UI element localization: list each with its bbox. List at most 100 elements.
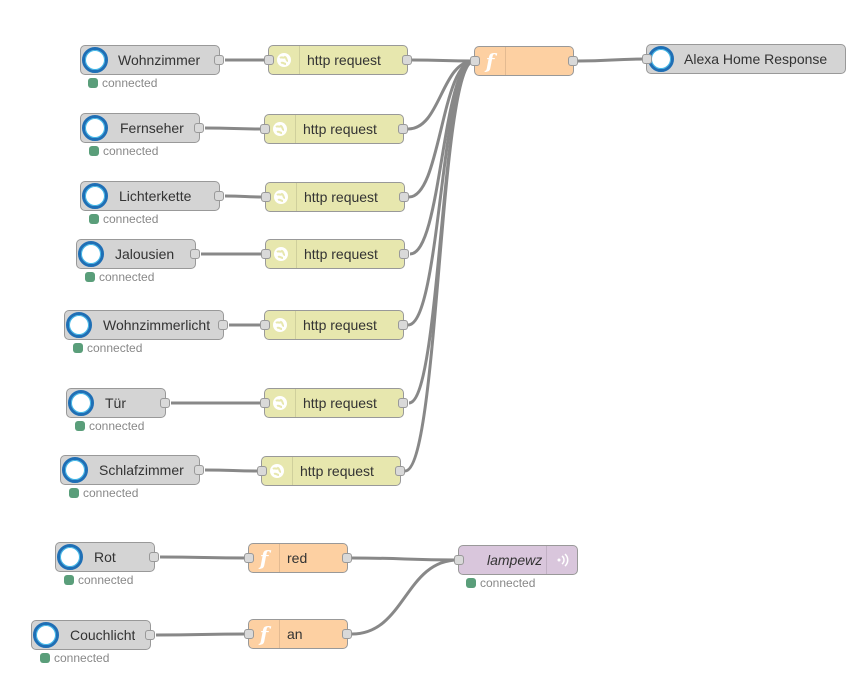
http-request-node[interactable]: http request [260,388,408,418]
wifi-signal-icon [546,546,577,574]
function-node-an[interactable]: f an [244,619,352,649]
globe-icon [265,389,296,417]
input-port[interactable] [260,124,270,134]
alexa-ring-icon [57,544,83,570]
alexa-node-lichterkette[interactable]: Lichterkette [80,181,224,211]
node-label: Fernseher [120,120,184,136]
node-status: connected [88,77,157,91]
node-label: http request [307,52,381,68]
http-request-node[interactable]: http request [264,45,412,75]
output-port[interactable] [398,398,408,408]
input-port[interactable] [261,192,271,202]
output-port[interactable] [190,249,200,259]
output-port[interactable] [402,55,412,65]
alexa-node-schlafzimmer[interactable]: Schlafzimmer [60,455,204,485]
http-request-node[interactable]: http request [261,182,409,212]
input-port[interactable] [244,553,254,563]
http-request-node[interactable]: http request [257,456,405,486]
alexa-node-wohnzimmerlicht[interactable]: Wohnzimmerlicht [64,310,228,340]
status-dot-icon [73,343,83,353]
mqtt-out-node-lampewz[interactable]: lampewz [454,545,578,575]
alexa-ring-icon [82,47,108,73]
status-dot-icon [466,578,476,588]
alexa-node-rot[interactable]: Rot [55,542,159,572]
input-port[interactable] [244,629,254,639]
alexa-ring-icon [78,241,104,267]
output-port[interactable] [342,629,352,639]
wire [159,555,249,560]
output-port[interactable] [160,398,170,408]
globe-icon [266,240,297,268]
output-port[interactable] [398,320,408,330]
output-port[interactable] [395,466,405,476]
node-label: Wohnzimmerlicht [103,317,211,333]
output-port[interactable] [399,192,409,202]
alexa-node-tuer[interactable]: Tür [66,388,170,418]
wire [204,126,265,131]
output-port[interactable] [568,56,578,66]
input-port[interactable] [257,466,267,476]
alexa-ring-icon [62,457,88,483]
node-label: http request [303,121,377,137]
node-label: lampewz [487,552,543,568]
wire [351,556,459,562]
node-status: connected [85,271,154,285]
wire [204,468,262,473]
globe-icon [262,457,293,485]
function-node-main[interactable]: f [470,46,578,76]
output-port[interactable] [398,124,408,134]
input-port[interactable] [642,54,652,64]
output-port[interactable] [194,465,204,475]
input-port[interactable] [260,320,270,330]
output-port[interactable] [214,55,224,65]
alexa-ring-icon [68,390,94,416]
function-icon: f [249,620,280,648]
alexa-node-couchlicht[interactable]: Couchlicht [31,620,155,650]
output-port[interactable] [218,320,228,330]
wire [407,59,475,131]
input-port[interactable] [261,249,271,259]
output-port[interactable] [399,249,409,259]
status-dot-icon [75,421,85,431]
http-request-node[interactable]: http request [260,114,408,144]
input-port[interactable] [264,55,274,65]
input-port[interactable] [260,398,270,408]
alexa-node-fernseher[interactable]: Fernseher [80,113,204,143]
alexa-ring-icon [82,183,108,209]
node-label: red [287,550,308,566]
wire [224,194,266,199]
node-status: connected [89,145,158,159]
input-port[interactable] [470,56,480,66]
node-label: an [287,626,303,642]
node-label: http request [304,189,378,205]
http-request-node[interactable]: http request [260,310,408,340]
node-label: http request [303,317,377,333]
alexa-home-response-node[interactable]: Alexa Home Response [642,44,846,74]
input-port[interactable] [454,555,464,565]
node-label: Alexa Home Response [684,51,828,67]
node-label: Jalousien [115,246,175,262]
output-port[interactable] [149,552,159,562]
node-label: Schlafzimmer [99,462,184,478]
node-label: http request [304,246,378,262]
http-request-node[interactable]: http request [261,239,409,269]
status-dot-icon [69,488,79,498]
output-port[interactable] [145,630,155,640]
alexa-ring-icon [82,115,108,141]
function-icon: f [475,47,506,75]
alexa-ring-icon [33,622,59,648]
node-label: Rot [94,549,116,565]
output-port[interactable] [342,553,352,563]
alexa-node-wohnzimmer[interactable]: Wohnzimmer [80,45,224,75]
output-port[interactable] [194,123,204,133]
node-label: http request [300,463,374,479]
node-status: connected [75,420,144,434]
alexa-node-jalousien[interactable]: Jalousien [76,239,200,269]
globe-icon [266,183,297,211]
wire [577,57,647,63]
globe-icon [265,115,296,143]
output-port[interactable] [214,191,224,201]
node-status: connected [40,652,109,666]
function-node-red[interactable]: f red [244,543,352,573]
